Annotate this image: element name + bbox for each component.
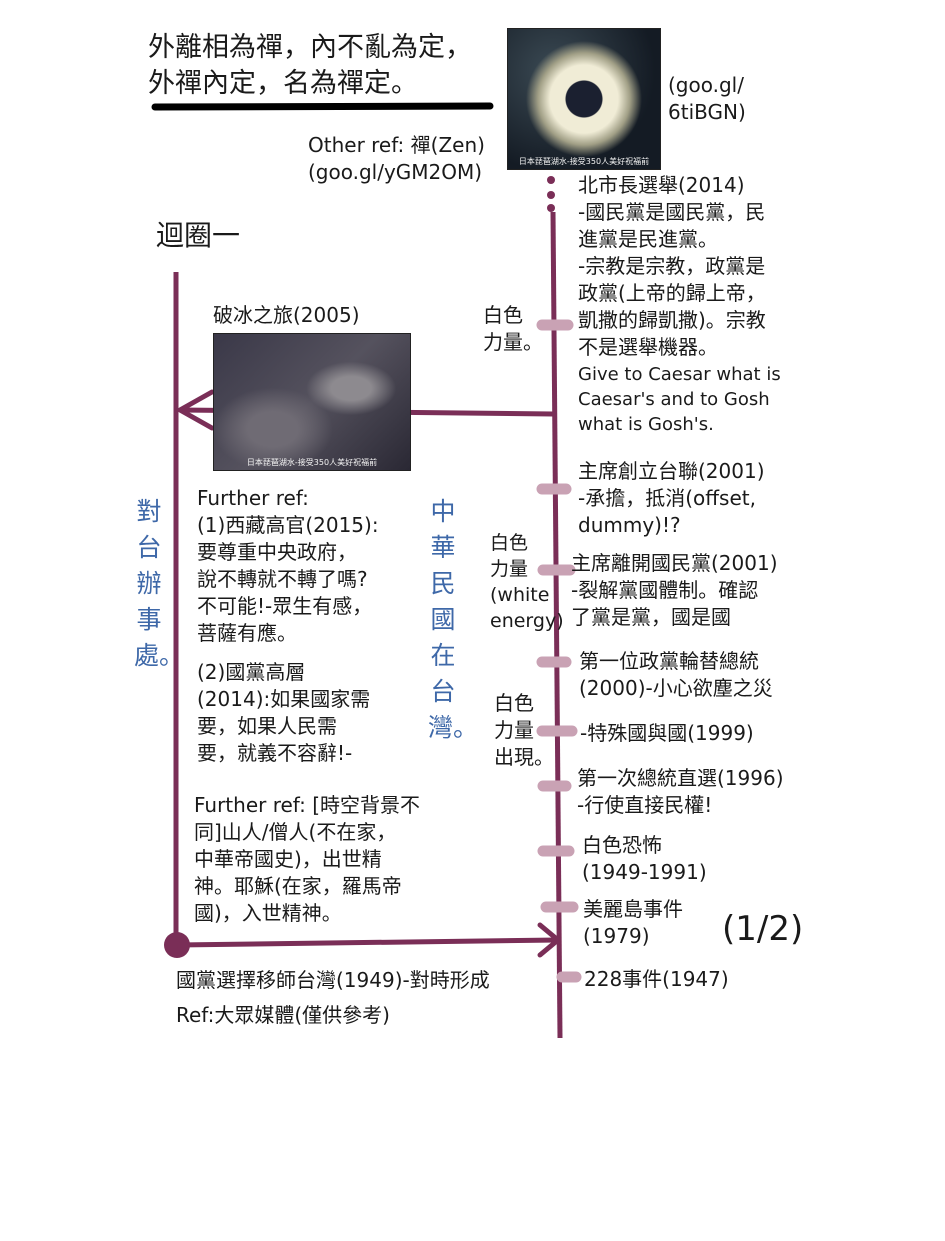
event-2001-leave: 主席離開國民黨(2001) -裂解黨國體制。確認 了黨是黨，國是國 (571, 551, 778, 629)
white-power-label-2: 白色 力量 (white energy) (490, 532, 564, 632)
bottom-notes: 國黨選擇移師台灣(1949)-對時形成 Ref:大眾媒體(僅供參考) (176, 967, 490, 1029)
further-ref-2: (2)國黨高層 (2014):如果國家需 要，如果人民需 要，就義不容辭!- (197, 660, 371, 765)
photo-caption: 日本琵琶湖水-接受350人美好祝福前 (518, 157, 650, 166)
timeline-ticks (536, 319, 582, 983)
photo-caption: 日本琵琶湖水-接受350人美好祝福前 (246, 458, 378, 467)
event-2014: 北市長選舉(2014) -國民黨是國民黨，民 進黨是民進黨。 -宗教是宗教，政黨… (578, 173, 766, 359)
icebreak-arrow-head (177, 389, 215, 431)
event-2000: 第一位政黨輪替總統 (2000)-小心欲塵之災 (579, 649, 773, 700)
event-1996: 第一次總統直選(1996) -行使直接民權! (577, 766, 784, 817)
zen-title-line-1: 外離相為禪，內不亂為定， (148, 32, 472, 63)
timeline-dot (547, 191, 555, 199)
event-1949-white-terror: 白色恐怖 (1949-1991) (582, 833, 707, 884)
move-arrow-line (176, 937, 559, 948)
timeline-main-line (550, 211, 563, 1039)
zen-link[interactable]: (goo.gl/ 6tiBGN) (668, 73, 746, 124)
media-ref-label: Ref:大眾媒體(僅供參考) (176, 1003, 390, 1027)
icebreak-photo: 日本琵琶湖水-接受350人美好祝福前 (213, 333, 411, 471)
timeline-dot (547, 204, 555, 212)
timeline-dot (547, 176, 555, 184)
loop-title: 迴圈一 (156, 219, 241, 252)
event-2014-english: Give to Caesar what is Caesar's and to G… (578, 364, 781, 435)
vertical-label-mid: 中華民國在台灣。 (428, 497, 479, 742)
other-ref: Other ref: 禪(Zen) (goo.gl/yGM2OM) (308, 133, 485, 184)
icebreak-label: 破冰之旅(2005) (213, 303, 360, 327)
ice-crystal-photo: 日本琵琶湖水-接受350人美好祝福前 (507, 28, 661, 170)
further-ref-3: Further ref: [時空背景不 同]山人/僧人(不在家， 中華帝國史)，… (194, 793, 421, 925)
title-underline (151, 102, 494, 111)
event-2001-tsu: 主席創立台聯(2001) -承擔，抵消(offset, dummy)!? (578, 459, 765, 537)
event-1979: 美麗島事件 (1979) (583, 897, 683, 948)
move-to-taiwan-label: 國黨選擇移師台灣(1949)-對時形成 (176, 968, 490, 992)
other-ref-link[interactable]: (goo.gl/yGM2OM) (308, 160, 483, 184)
page-marker: (1/2) (722, 909, 804, 949)
white-power-label-1: 白色 力量。 (483, 303, 543, 354)
further-ref-1: Further ref: (1)西藏高官(2015): 要尊重中央政府， 說不轉… (197, 486, 379, 645)
event-1999: -特殊國與國(1999) (580, 721, 754, 745)
white-power-label-3: 白色 力量 出現。 (494, 691, 554, 769)
move-arrow-head (537, 922, 561, 958)
event-1947: 228事件(1947) (584, 967, 729, 991)
zen-title-line-2: 外禪內定，名為禪定。 (148, 68, 418, 99)
zen-title: 外離相為禪，內不亂為定， 外禪內定，名為禪定。 (148, 30, 472, 102)
vertical-label-left: 對台辦事處。 (134, 497, 185, 670)
